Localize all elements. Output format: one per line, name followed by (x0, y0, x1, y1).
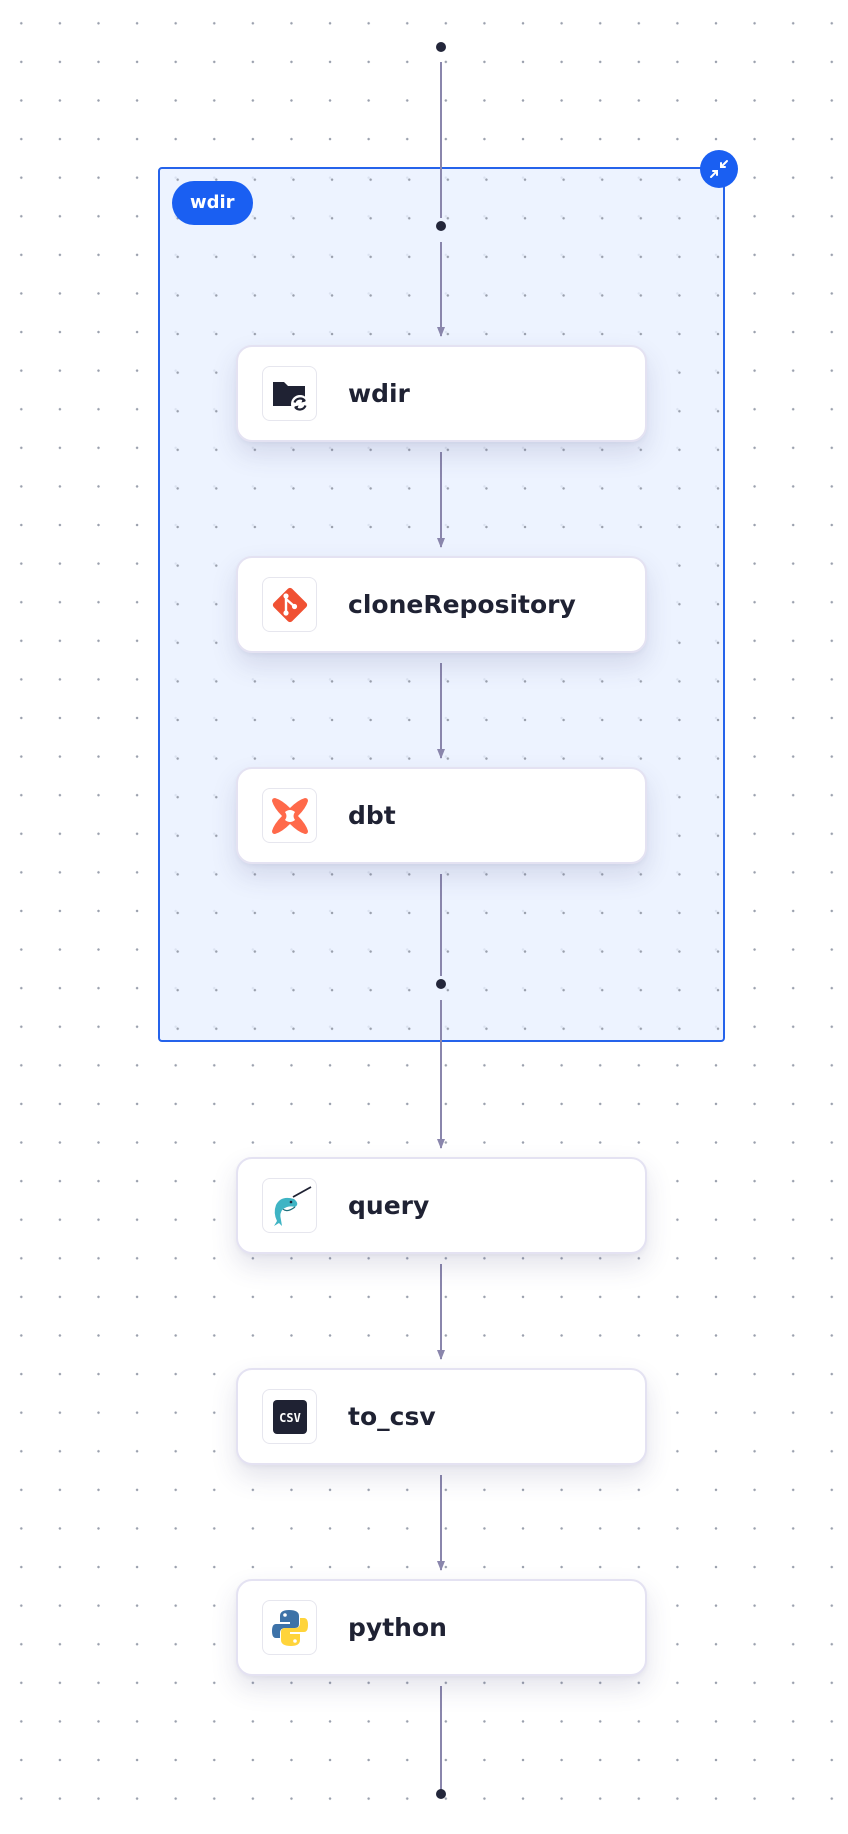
task-node-to-csv[interactable]: CSV to_csv (236, 1368, 647, 1465)
collapse-group-button[interactable] (700, 150, 738, 188)
flow-start-dot (436, 42, 446, 52)
node-label: dbt (348, 801, 396, 830)
svg-text:CSV: CSV (279, 1411, 301, 1425)
task-node-python[interactable]: python (236, 1579, 647, 1676)
python-icon (262, 1600, 317, 1655)
task-node-dbt[interactable]: dbt (236, 767, 647, 864)
narwhal-icon (262, 1178, 317, 1233)
task-node-query[interactable]: query (236, 1157, 647, 1254)
collapse-icon (710, 160, 728, 178)
git-icon (262, 577, 317, 632)
node-label: python (348, 1613, 447, 1642)
folder-sync-icon (262, 366, 317, 421)
csv-icon: CSV (262, 1389, 317, 1444)
task-node-wdir[interactable]: wdir (236, 345, 647, 442)
task-node-clone-repository[interactable]: cloneRepository (236, 556, 647, 653)
node-label: query (348, 1191, 430, 1220)
node-label: wdir (348, 379, 410, 408)
node-label: cloneRepository (348, 590, 576, 619)
flow-end-dot (436, 1789, 446, 1799)
group-start-dot (436, 221, 446, 231)
node-label: to_csv (348, 1402, 436, 1431)
dbt-icon (262, 788, 317, 843)
group-end-dot (436, 979, 446, 989)
group-label[interactable]: wdir (172, 181, 253, 225)
